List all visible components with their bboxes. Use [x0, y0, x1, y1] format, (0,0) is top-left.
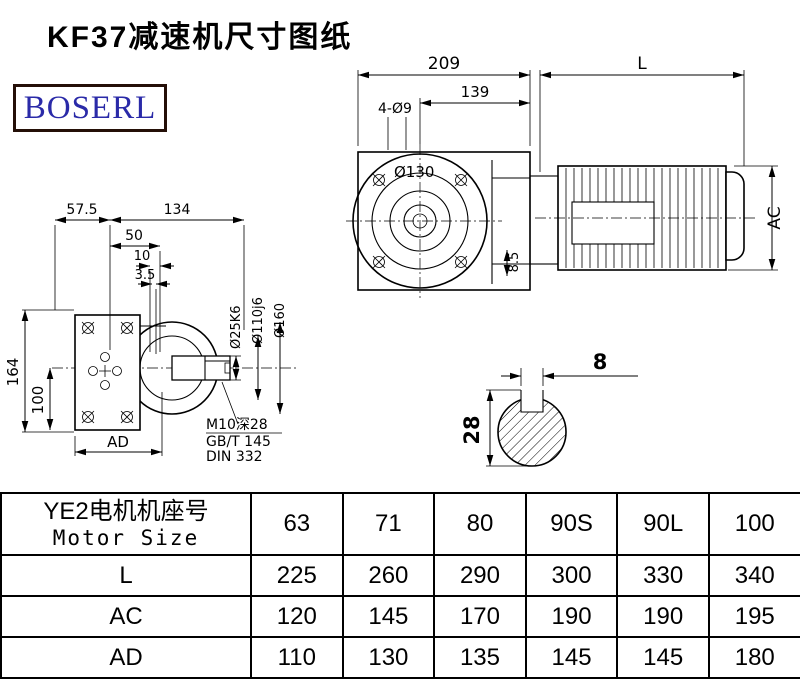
- dim-209-label: 209: [428, 54, 460, 74]
- side-view: 57.5 134 50 10 3.5 164 100 AD: [4, 202, 298, 465]
- table-cell: 130: [341, 636, 436, 679]
- motor-size-header-en: Motor Size: [52, 525, 200, 550]
- motor-adapter: [529, 175, 559, 265]
- spigot-dia-label: Ø110j6: [251, 297, 266, 344]
- shaft-section-view: 8 28: [460, 350, 638, 467]
- table-cell: 145: [524, 636, 619, 679]
- shaft-center-hole: [224, 362, 231, 374]
- front-view-dimensions: 209 L 139 4-Ø9 Ø130 AC 8.5: [357, 54, 785, 276]
- table-cell: 180: [707, 636, 800, 679]
- side-view-dimensions: 57.5 134 50 10 3.5 164 100 AD: [4, 202, 288, 465]
- flange-bolt-holes: [372, 173, 468, 269]
- table-cell: 330: [616, 554, 710, 597]
- table-row-L: L 225 260 290 300 330 340: [0, 554, 800, 597]
- dim-139-label: 139: [461, 83, 490, 101]
- table-cell: 300: [524, 554, 619, 597]
- table-row-AD: AD 110 130 135 145 145 180: [0, 636, 800, 679]
- table-cell: 190: [524, 595, 619, 638]
- dim-8-5-label: 8.5: [507, 252, 522, 273]
- table-cell: 340: [707, 554, 800, 597]
- flange-bolt-circle: [371, 172, 469, 270]
- shaft-bore-circle: [403, 204, 437, 238]
- table-cell: 170: [433, 595, 527, 638]
- dim-AD-label: AD: [107, 433, 129, 451]
- side-center-holes: [88, 352, 122, 390]
- page-title: KF37减速机尺寸图纸: [47, 21, 353, 54]
- table-cell: 195: [707, 595, 800, 638]
- note-din-label: DIN 332: [206, 449, 263, 465]
- keyway-outline: [520, 390, 544, 413]
- dim-AC-label: AC: [765, 206, 785, 229]
- keyway-mask: [521, 390, 543, 412]
- motor-size-header-cell: YE2电机机座号 Motor Size: [0, 492, 252, 556]
- table-cell: 145: [616, 636, 710, 679]
- dim-3-5-label: 3.5: [135, 268, 156, 283]
- hub-circle: [389, 190, 451, 252]
- dim-L-label: L: [637, 54, 647, 74]
- gearbox-side-body: [74, 314, 141, 431]
- table-cell: 120: [250, 595, 344, 638]
- table-cell: 190: [616, 595, 710, 638]
- key-height-label: 28: [460, 415, 484, 444]
- flange-dia-side-label: Ø160: [273, 303, 288, 338]
- shaft-dia-label: Ø25K6: [229, 305, 244, 349]
- size-col-80: 80: [433, 492, 527, 556]
- housing-detail-lines: [491, 160, 530, 284]
- row-label: L: [0, 554, 252, 597]
- motor-size-header-cn: YE2电机机座号: [43, 498, 209, 526]
- note-thread-label: M10深28: [206, 417, 268, 433]
- dim-50-label: 50: [125, 228, 143, 244]
- size-col-90S: 90S: [524, 492, 619, 556]
- dim-10-label: 10: [134, 249, 151, 264]
- size-col-100: 100: [707, 492, 800, 556]
- row-label: AC: [0, 595, 252, 638]
- holes-note-label: 4-Ø9: [378, 101, 412, 117]
- size-col-90L: 90L: [616, 492, 710, 556]
- table-cell: 260: [341, 554, 436, 597]
- table-row-AC: AC 120 145 170 190 190 195: [0, 595, 800, 638]
- section-dimensions: 8 28: [460, 350, 638, 467]
- motor-size-table: YE2电机机座号 Motor Size 63 71 80 90S 90L 100…: [0, 492, 800, 679]
- size-col-63: 63: [250, 492, 344, 556]
- side-corner-bolts: [81, 321, 134, 424]
- note-gb-label: GB/T 145: [206, 434, 271, 450]
- dimension-drawing: 209 L 139 4-Ø9 Ø130 AC 8.5: [4, 54, 785, 467]
- table-cell: 110: [250, 636, 344, 679]
- size-col-71: 71: [341, 492, 436, 556]
- brand-logo: BOSERL: [13, 84, 167, 132]
- dim-164-label: 164: [4, 358, 22, 387]
- dim-57-5-label: 57.5: [66, 202, 97, 218]
- motor-nameplate: [571, 201, 655, 245]
- dim-134-label: 134: [164, 202, 191, 218]
- center-hole-circle: [412, 213, 428, 229]
- dim-100-label: 100: [29, 386, 47, 415]
- brand-logo-text: BOSERL: [23, 89, 157, 126]
- front-view: 209 L 139 4-Ø9 Ø130 AC 8.5: [346, 54, 785, 298]
- output-shaft: [171, 355, 231, 381]
- row-label: AD: [0, 636, 252, 679]
- table-cell: 290: [433, 554, 527, 597]
- table-header-row: YE2电机机座号 Motor Size 63 71 80 90S 90L 100: [0, 492, 800, 556]
- table-cell: 225: [250, 554, 344, 597]
- table-cell: 145: [341, 595, 436, 638]
- key-width-label: 8: [593, 350, 608, 374]
- flange-dia-label: Ø130: [394, 163, 434, 181]
- shaft-key-lines: [204, 356, 230, 380]
- motor-end-cap: [725, 171, 745, 261]
- table-cell: 135: [433, 636, 527, 679]
- flange-outer-circle: [352, 153, 488, 289]
